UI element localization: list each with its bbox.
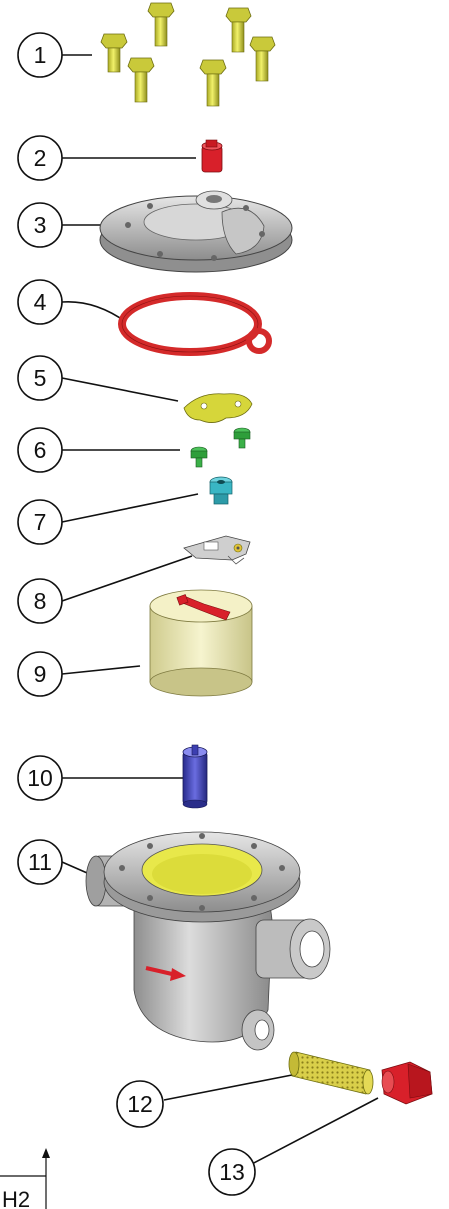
screw	[190, 446, 208, 468]
red-plug	[201, 139, 223, 173]
bolt	[199, 59, 227, 107]
callout-label: 6	[34, 437, 47, 463]
callout-7: 7	[17, 499, 63, 545]
callout-label: 10	[27, 765, 53, 791]
callout-8: 8	[17, 578, 63, 624]
callout-label: 1	[34, 42, 47, 68]
pin	[182, 744, 208, 809]
clip	[183, 393, 253, 423]
callout-4: 4	[17, 279, 63, 325]
bolt	[249, 36, 276, 82]
cover	[99, 190, 293, 273]
callout-1: 1	[17, 32, 63, 78]
callout-12: 12	[116, 1080, 164, 1128]
body	[85, 831, 331, 1051]
bolt	[100, 33, 128, 73]
callout-label: 4	[34, 289, 47, 315]
callout-5: 5	[17, 355, 63, 401]
callout-13: 13	[208, 1148, 256, 1196]
bolt	[225, 7, 252, 53]
leader-9	[61, 665, 141, 675]
bolt	[127, 57, 155, 103]
screw	[233, 427, 251, 449]
valve-seat	[209, 476, 233, 505]
callouts: 1 2 3 4 5 6 7 8	[17, 32, 256, 1196]
end-plug	[381, 1061, 433, 1105]
leader-4	[61, 301, 127, 323]
leader-12	[163, 1074, 293, 1101]
callout-label: 7	[34, 509, 47, 535]
callout-3: 3	[17, 202, 63, 248]
callout-label: 5	[34, 365, 47, 391]
callout-10: 10	[17, 755, 63, 801]
dimension-label: H2	[2, 1187, 30, 1209]
callout-11: 11	[17, 839, 63, 885]
leader-13	[249, 1097, 379, 1166]
float	[149, 589, 253, 697]
strainer-screen	[288, 1051, 374, 1095]
callout-2: 2	[17, 135, 63, 181]
callout-label: 12	[127, 1091, 153, 1117]
callout-label: 3	[34, 212, 47, 238]
bracket	[183, 535, 251, 565]
callout-label: 9	[34, 661, 47, 687]
callout-9: 9	[17, 651, 63, 697]
callout-label: 8	[34, 588, 47, 614]
callout-label: 13	[219, 1159, 245, 1185]
bolt	[147, 2, 175, 47]
leader-8	[61, 555, 193, 602]
leader-7	[61, 493, 199, 523]
callout-label: 2	[34, 145, 47, 171]
hex-bolts	[100, 2, 276, 107]
callout-6: 6	[17, 427, 63, 473]
leader-5	[61, 377, 179, 402]
screws	[190, 427, 251, 468]
leader-lines	[61, 54, 379, 1166]
dimension-fragment: H2	[0, 1148, 50, 1209]
gasket	[118, 292, 272, 356]
callout-label: 11	[28, 849, 52, 875]
